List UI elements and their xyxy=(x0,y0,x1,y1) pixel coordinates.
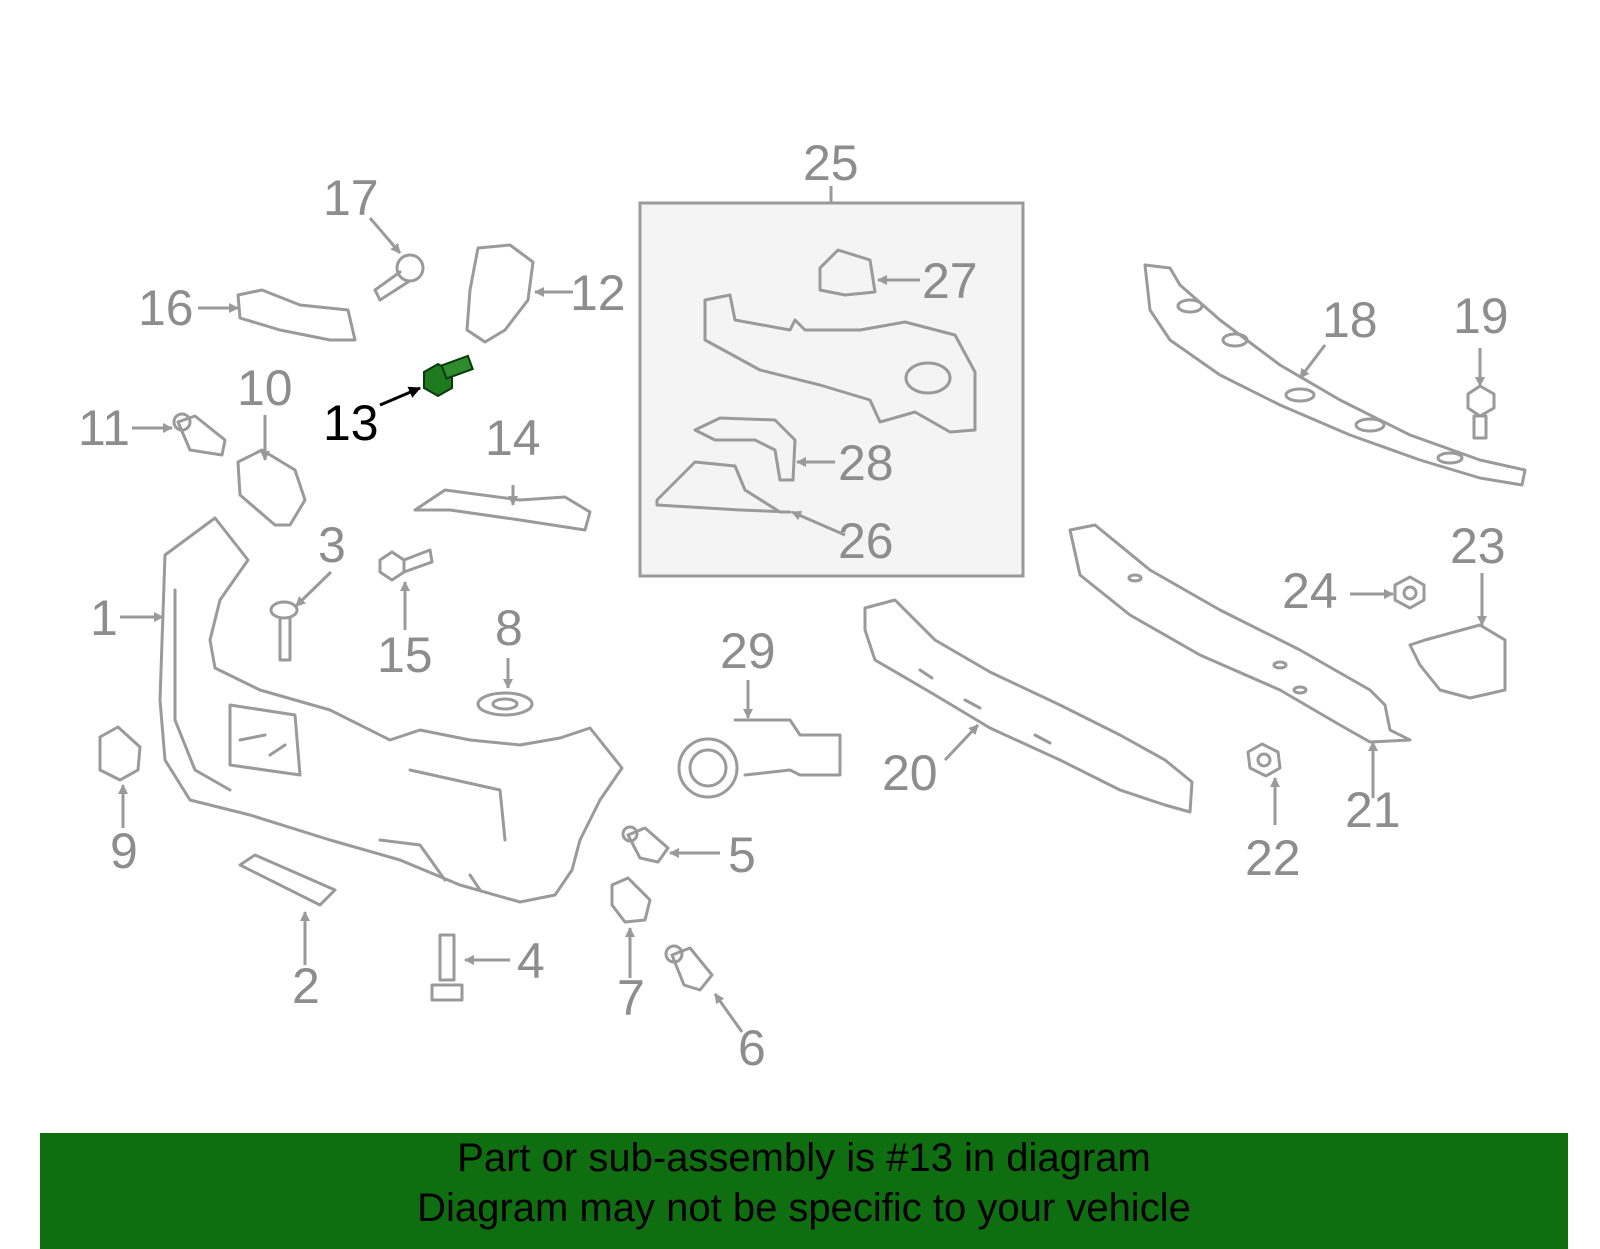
part-17-bolt xyxy=(373,253,425,302)
callout-10: 10 xyxy=(237,360,293,416)
callout-28: 28 xyxy=(838,435,894,491)
part-21-reinforcement xyxy=(1068,523,1412,744)
part-8-washer xyxy=(476,691,534,717)
callout-20: 20 xyxy=(882,745,938,801)
part-5-clip xyxy=(621,825,670,864)
part-27 xyxy=(818,248,877,297)
part-13-bolt xyxy=(423,354,474,398)
leader-lines xyxy=(118,217,1487,1033)
part-20-absorber xyxy=(863,598,1194,814)
banner-line-1: Part or sub-assembly is #13 in diagram xyxy=(457,1136,1151,1180)
part-9-clip xyxy=(98,725,142,782)
callout-24: 24 xyxy=(1282,563,1338,619)
callout-14: 14 xyxy=(485,410,541,466)
part-16-bracket xyxy=(236,288,357,342)
part-10-bracket xyxy=(236,448,307,527)
part-23-bracket xyxy=(1408,623,1507,700)
callout-12: 12 xyxy=(570,265,626,321)
part-3-bolt xyxy=(269,600,299,662)
part-6-clip xyxy=(664,944,714,992)
banner-line-2: Diagram may not be specific to your vehi… xyxy=(417,1186,1191,1230)
callout-15: 15 xyxy=(377,627,433,683)
callout-27: 27 xyxy=(922,253,978,309)
callout-16: 16 xyxy=(138,280,194,336)
part-11-clip xyxy=(172,412,227,457)
callout-19: 19 xyxy=(1453,288,1509,344)
part-12-bracket xyxy=(465,243,535,344)
callout-26: 26 xyxy=(838,513,894,569)
part-14-bracket xyxy=(413,488,592,532)
callout-18: 18 xyxy=(1322,292,1378,348)
callout-23: 23 xyxy=(1450,518,1506,574)
part-19-bolt xyxy=(1466,384,1496,440)
callout-21: 21 xyxy=(1345,782,1401,838)
part-7-retainer xyxy=(610,876,652,924)
callout-22: 22 xyxy=(1245,830,1301,886)
callout-17: 17 xyxy=(323,170,379,226)
part-26 xyxy=(655,460,792,514)
part-25-assembly xyxy=(703,293,977,434)
callout-13: 13 xyxy=(323,395,379,451)
part-29-sensor xyxy=(677,718,842,799)
callout-1: 1 xyxy=(90,590,118,646)
callout-11: 11 xyxy=(78,400,130,456)
part-2 xyxy=(238,853,337,907)
callout-4: 4 xyxy=(517,933,545,989)
info-banner: Part or sub-assembly is #13 in diagram D… xyxy=(40,1133,1568,1249)
part-22-nut xyxy=(1246,742,1282,778)
bumper-cover-part xyxy=(158,516,624,904)
part-24-nut xyxy=(1393,575,1426,610)
callout-25: 25 xyxy=(803,135,859,191)
callout-3: 3 xyxy=(318,517,346,573)
callout-8: 8 xyxy=(495,600,523,656)
part-15-bolt xyxy=(378,548,434,582)
part-28 xyxy=(693,416,797,482)
part-4-stud xyxy=(430,933,464,1002)
callout-9: 9 xyxy=(110,823,138,879)
callout-29: 29 xyxy=(720,623,776,679)
callout-5: 5 xyxy=(728,827,756,883)
callout-2: 2 xyxy=(292,958,320,1014)
part-18-reinforcement xyxy=(1143,263,1527,487)
callout-6: 6 xyxy=(738,1020,766,1076)
callout-7: 7 xyxy=(617,970,645,1026)
